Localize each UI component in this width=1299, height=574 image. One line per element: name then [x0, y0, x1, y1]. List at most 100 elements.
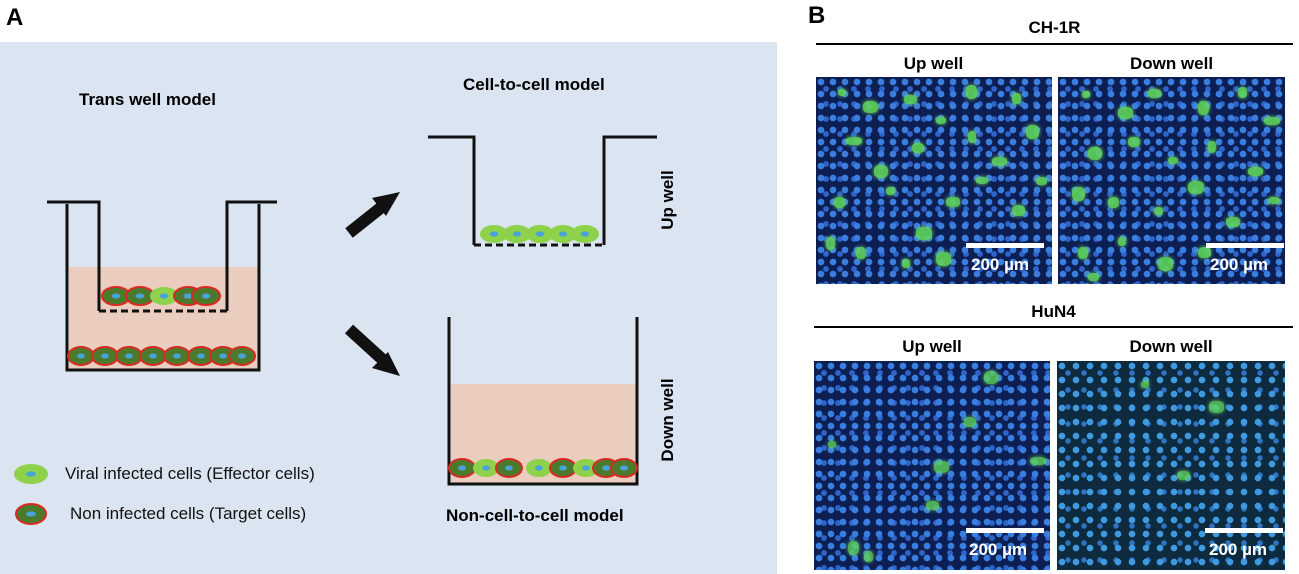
fluorescent-cell — [1198, 247, 1211, 258]
fluorescent-cell — [1088, 273, 1099, 281]
cell-nucleus — [505, 465, 513, 471]
fluorescent-cell — [856, 247, 866, 259]
fluorescent-cell — [1036, 177, 1047, 185]
fluorescent-cell — [976, 177, 988, 184]
scale-bar — [966, 243, 1044, 248]
fluorescent-cell — [916, 227, 932, 240]
panel-a-diagram: Trans well model Cell-to-cell model Non-… — [0, 42, 777, 574]
arrow-to-non-cell-to-cell — [344, 324, 400, 376]
fluorescent-cell — [968, 131, 976, 143]
fluorescent-cell — [904, 95, 917, 104]
cell-nucleus — [602, 465, 610, 471]
cell-nucleus — [535, 231, 545, 237]
group-rule-ch1r — [816, 43, 1293, 45]
trans-up-cells — [101, 286, 221, 306]
cell-to-cell-title: Cell-to-cell model — [463, 75, 605, 94]
fluorescent-cell — [1141, 381, 1149, 388]
trans-down-cells — [67, 346, 256, 366]
fluorescent-cell — [828, 441, 836, 448]
cell-nucleus — [111, 293, 121, 299]
nc2c-well — [447, 317, 639, 486]
fluorescent-cell — [1128, 137, 1140, 147]
scale-label: 200 µm — [969, 540, 1027, 559]
fluorescent-cell — [934, 461, 949, 473]
fluorescent-cell — [1088, 147, 1102, 160]
micrograph-hun4-down: 200 µm — [1057, 361, 1285, 570]
fluorescent-cell — [1118, 107, 1133, 119]
fluorescent-cell — [936, 117, 946, 124]
cell-nucleus — [458, 465, 466, 471]
micrograph-ch1r-up: 200 µm — [816, 77, 1052, 284]
cell-nucleus — [482, 465, 490, 471]
scale-label: 200 µm — [1210, 255, 1268, 274]
scale-label: 200 µm — [1209, 540, 1267, 559]
micrograph-ch1r-down: 200 µm — [1058, 77, 1285, 284]
scale-bar — [1206, 243, 1284, 248]
fluorescent-cell — [1012, 205, 1025, 216]
col-title-ch1r-down: Down well — [1129, 54, 1214, 73]
fluorescent-cell — [1248, 167, 1263, 176]
fluorescent-cell — [1118, 237, 1126, 246]
cell-nucleus — [219, 353, 227, 359]
cell-nucleus — [183, 293, 193, 299]
fluorescent-cell — [874, 165, 888, 178]
fluorescent-cell — [1108, 197, 1119, 208]
fluorescent-cell — [863, 101, 878, 113]
cell-nucleus — [558, 231, 568, 237]
cell-nucleus — [559, 465, 567, 471]
fluorescent-cell — [964, 417, 976, 427]
fluorescent-cell — [936, 252, 951, 266]
cell-nucleus — [197, 353, 205, 359]
panel-b-letter: B — [808, 2, 826, 29]
cell-nucleus — [101, 353, 109, 359]
cell-nucleus — [159, 293, 169, 299]
fluorescent-cell — [1198, 101, 1209, 115]
fluorescent-cell — [992, 157, 1007, 166]
c2c-insert-right — [602, 135, 657, 245]
trans-outer-well — [65, 204, 261, 372]
cell-nucleus — [173, 353, 181, 359]
fluorescent-cell — [1030, 457, 1046, 465]
down-well-label: Down well — [658, 378, 677, 462]
cell-nucleus — [149, 353, 157, 359]
trans-insert-left — [47, 200, 101, 311]
panel-a-letter: A — [6, 4, 24, 31]
cell-nucleus — [201, 293, 211, 299]
group-rule-hun4 — [814, 326, 1293, 328]
fluorescent-cell — [946, 197, 960, 207]
group-title-ch1r: CH-1R — [1028, 18, 1081, 37]
fluorescent-cell — [1188, 181, 1204, 194]
cell-nucleus — [77, 353, 85, 359]
fluorescent-cell — [1208, 141, 1216, 153]
cell-nucleus — [489, 231, 499, 237]
fluorescent-cell — [1026, 125, 1039, 139]
well-diagram-svg — [14, 135, 657, 525]
legend-target-label: Non infected cells (Target cells) — [70, 504, 307, 523]
fluorescent-cell — [848, 541, 859, 555]
fluorescent-cell — [1148, 89, 1161, 98]
fluorescent-cell — [838, 89, 846, 96]
cell-nucleus — [125, 353, 133, 359]
cell-nucleus — [580, 231, 590, 237]
fluorescent-cell — [1168, 157, 1178, 164]
fluorescent-cell — [902, 259, 910, 268]
fluorescent-cell — [864, 551, 873, 562]
legend-effector-label: Viral infected cells (Effector cells) — [65, 464, 315, 483]
fluorescent-cell — [1209, 401, 1224, 413]
legend-target-symbol — [15, 503, 47, 525]
fluorescent-cell — [1078, 247, 1088, 259]
fluorescent-cell — [912, 143, 924, 153]
fluorescent-cell — [1238, 87, 1247, 98]
arrow-to-cell-to-cell — [345, 192, 400, 238]
up-well-label: Up well — [658, 170, 677, 230]
trans-well-title: Trans well model — [79, 90, 216, 109]
scale-bar — [1205, 528, 1283, 533]
fluorescent-cell — [1226, 217, 1240, 227]
fluorescent-cell — [826, 237, 835, 250]
col-title-hun4-down: Down well — [1129, 337, 1213, 356]
fluorescent-cell — [984, 371, 998, 384]
scale-bar — [966, 528, 1044, 533]
fluorescent-cell — [834, 197, 845, 208]
micrograph-hun4-up: 200 µm — [814, 361, 1050, 570]
fluorescent-cell — [966, 85, 977, 99]
